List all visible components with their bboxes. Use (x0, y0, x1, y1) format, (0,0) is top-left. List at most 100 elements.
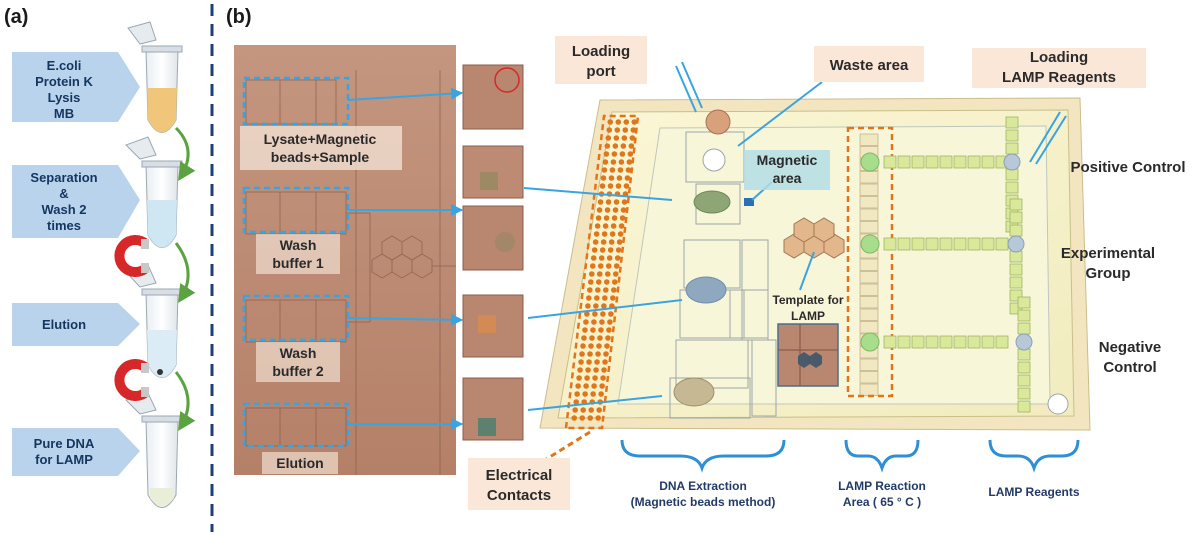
electrode-dot (611, 151, 618, 157)
dna-extraction-label-2: (Magnetic beads method) (631, 495, 776, 509)
step-2-line-1: Separation (30, 170, 97, 185)
positive-control-label: Positive Control (1070, 159, 1185, 176)
lamp-cell (925, 237, 939, 251)
electrode-dot (605, 199, 612, 205)
lamp-cell (859, 208, 879, 221)
electrode-dot (603, 151, 610, 157)
step-2-line-4: times (47, 218, 81, 233)
lamp-area-label-2: Area ( 65 ° C ) (843, 495, 921, 509)
magnetic-area-tag (744, 150, 830, 190)
lamp-cell (1005, 181, 1019, 194)
electrode-dot (593, 303, 599, 309)
lamp-cell (967, 155, 981, 169)
electrode-dot (585, 367, 591, 373)
electrode-dot (615, 183, 622, 189)
electrode-dot (601, 367, 607, 373)
electrode-dot (615, 119, 622, 125)
magnet-icon (114, 235, 150, 277)
lamp-cell (1009, 263, 1023, 276)
electrode-dot (608, 175, 615, 181)
electrode-dot (604, 143, 611, 149)
lamp-cell (1017, 309, 1031, 322)
callout-waste (737, 81, 823, 147)
lamp-area-label-1: LAMP Reaction (838, 479, 926, 493)
lamp-cell (925, 155, 939, 169)
loading-lamp-label-1: Loading (1030, 49, 1088, 66)
lamp-cell (859, 371, 879, 384)
electrode-dot (604, 207, 611, 213)
electrode-dot (595, 287, 601, 293)
electrode-dot (622, 127, 629, 133)
electrode-dot (610, 159, 617, 165)
electrode-dot (613, 135, 620, 141)
electrode-dot (630, 127, 637, 133)
electrode-dot (618, 223, 625, 229)
experimental-label-1: Experimental (1061, 245, 1155, 262)
magnet-icon (114, 359, 150, 401)
template-label-2: LAMP (791, 309, 825, 323)
electrode-dot (625, 167, 632, 173)
step-3-line-1: Elution (42, 317, 86, 332)
electrode-dot (582, 327, 588, 333)
electrode-dot (589, 263, 596, 269)
lamp-cell (1009, 250, 1023, 263)
electrode-dot (616, 175, 623, 181)
electrode-dot (580, 343, 586, 349)
electrode-dot (598, 327, 604, 333)
electrical-contacts-tag (468, 458, 570, 510)
electrode-dot (588, 407, 594, 413)
bracket-lamp-reagents (988, 439, 1080, 473)
electrode-dot (596, 407, 602, 413)
lamp-cell (911, 155, 925, 169)
lamp-cell (995, 237, 1009, 251)
step-arrow-box (12, 52, 140, 122)
lamp-cell (1005, 168, 1019, 181)
electrode-dot (611, 215, 618, 221)
electrode-dot (596, 271, 603, 277)
step-2-line-3: Wash 2 (41, 202, 86, 217)
dna-extraction-label-1: DNA Extraction (659, 479, 747, 493)
lamp-cell (859, 221, 879, 234)
electrode-dot (579, 415, 586, 421)
panel-a-label: (a) (4, 6, 29, 28)
electrode-dot (600, 175, 607, 181)
lamp-cell (897, 335, 911, 349)
electrode-dot (614, 255, 621, 261)
lamp-cell (859, 358, 879, 371)
electrode-dot (595, 215, 602, 221)
electrode-dot (608, 311, 614, 317)
electrode-dot (610, 223, 617, 229)
lamp-cell (859, 258, 879, 271)
callout-arrow (347, 313, 464, 326)
green-arrow-icon (174, 371, 196, 432)
waste-well (702, 148, 726, 172)
electrode-dot (602, 359, 608, 365)
lamp-cell (939, 155, 953, 169)
step-arrow-box (12, 303, 140, 346)
electrode-dot (591, 247, 598, 253)
step-2-line-2: & (59, 186, 68, 201)
lamp-reagent-well (1015, 333, 1033, 351)
electrode-dot (583, 383, 589, 389)
electrode-dot (592, 239, 599, 245)
step-1-line-4: MB (54, 106, 74, 121)
green-arrow-icon (174, 242, 196, 304)
lamp-inlet (860, 332, 880, 352)
template-photo (777, 323, 839, 387)
lamp-cell (939, 335, 953, 349)
callout-elution (527, 395, 663, 411)
electrode-dot (596, 207, 603, 213)
electrode-dot (621, 199, 628, 205)
waste-area-label: Waste area (830, 57, 909, 74)
electrode-dot (603, 215, 610, 221)
electrode-dot (574, 391, 580, 397)
zoom-thumbnails (462, 64, 524, 441)
electrode-dot (609, 231, 616, 237)
electrode-dot (600, 375, 606, 381)
step-arrow-box (12, 165, 140, 238)
pipette-icon (675, 61, 703, 113)
electrode-dot (614, 127, 621, 133)
callout-wash1 (523, 187, 673, 201)
electrode-dot (623, 119, 630, 125)
